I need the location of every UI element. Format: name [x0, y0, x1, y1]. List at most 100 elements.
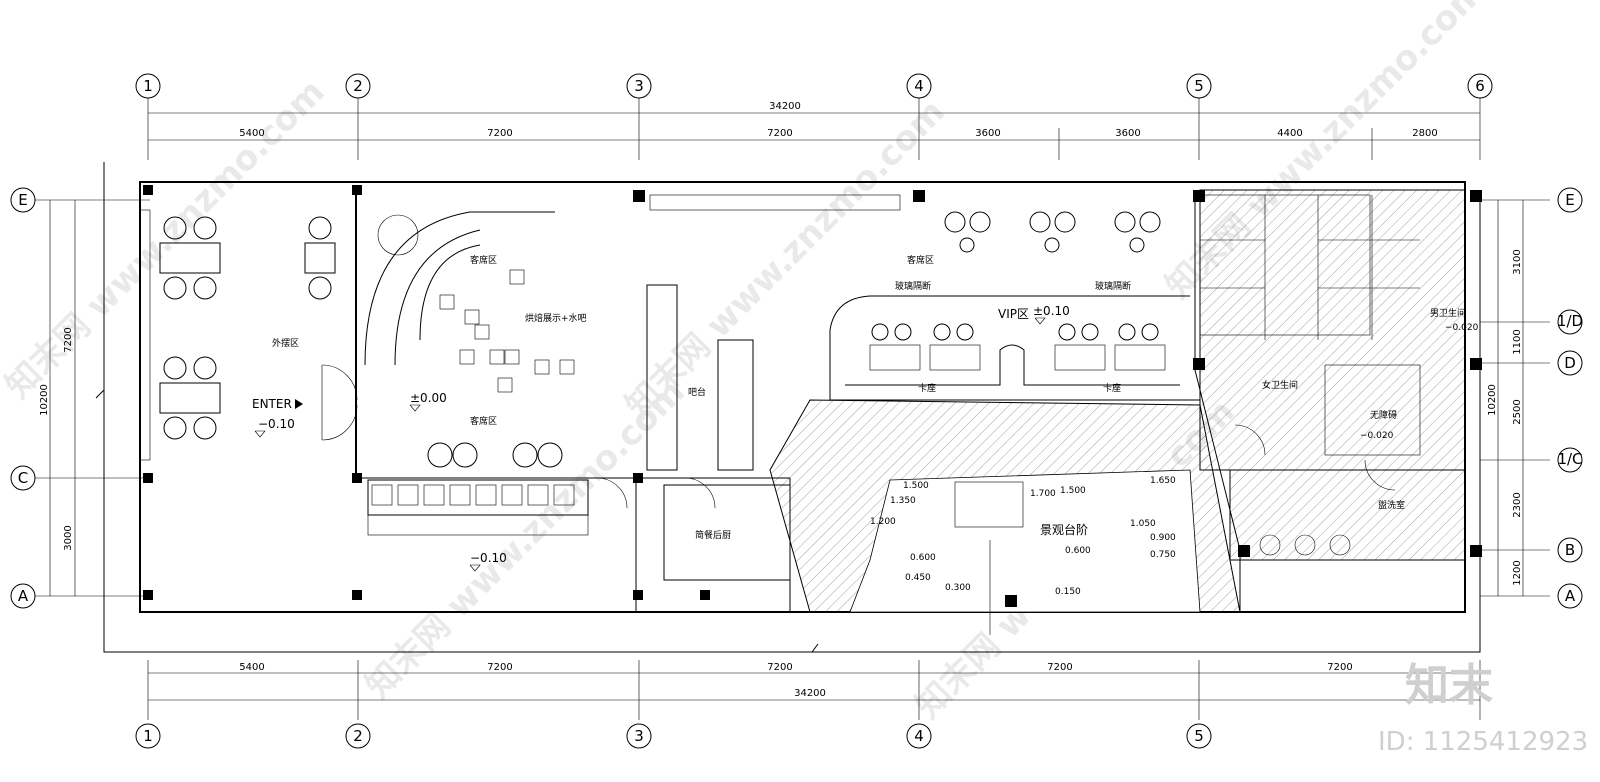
- svg-text:A: A: [18, 587, 29, 605]
- top-dimensions: 34200 5400 7200 7200 3600 3600 4400 2800: [147, 98, 1481, 160]
- svg-text:3000: 3000: [63, 525, 74, 550]
- svg-text:0.450: 0.450: [905, 573, 931, 583]
- svg-text:−0.10: −0.10: [470, 551, 507, 565]
- wc-female-label: 女卫生间: [1262, 379, 1298, 391]
- svg-text:5400: 5400: [239, 662, 264, 673]
- display-label: 烘焙展示+水吧: [525, 312, 587, 324]
- svg-text:2800: 2800: [1412, 128, 1437, 139]
- svg-text:0.600: 0.600: [1065, 546, 1091, 556]
- restroom-area: [1199, 189, 1466, 561]
- wc-male-label: 男卫生间: [1430, 307, 1466, 319]
- svg-text:7200: 7200: [487, 662, 512, 673]
- svg-text:7200: 7200: [63, 327, 74, 352]
- outdoor-tables: [159, 216, 336, 440]
- wc-access-label: 无障碍: [1370, 409, 1397, 421]
- svg-text:1/D: 1/D: [1557, 312, 1583, 330]
- svg-text:7200: 7200: [1047, 662, 1072, 673]
- svg-text:4: 4: [914, 727, 924, 745]
- svg-text:−0.020: −0.020: [1360, 431, 1394, 441]
- top-axis-bubbles: 1 2 3 4 5 6: [135, 73, 1493, 99]
- svg-text:±0.10: ±0.10: [1033, 304, 1070, 318]
- right-dimensions: 10200 3100 1100 2500 2300 1200 E 1/D D 1…: [1480, 187, 1583, 609]
- svg-text:玻璃隔断: 玻璃隔断: [895, 280, 931, 292]
- svg-text:1: 1: [143, 727, 153, 745]
- svg-text:10200: 10200: [1487, 384, 1498, 416]
- svg-text:1200: 1200: [1512, 560, 1523, 585]
- top-total-dim: 34200: [769, 101, 801, 112]
- svg-text:玻璃隔断: 玻璃隔断: [1095, 280, 1131, 292]
- svg-text:6: 6: [1475, 77, 1485, 95]
- svg-text:7200: 7200: [1327, 662, 1352, 673]
- svg-text:知末网 www.znzmo.com: 知末网 www.znzmo.com: [618, 92, 953, 427]
- svg-text:3: 3: [634, 77, 644, 95]
- svg-text:10200: 10200: [39, 384, 50, 416]
- vip-label: VIP区: [998, 307, 1029, 321]
- image-id-text: ID: 1125412923: [1378, 727, 1588, 757]
- svg-text:1: 1: [143, 77, 153, 95]
- interior-walls: [355, 190, 1241, 612]
- site-boundary: [95, 162, 1481, 653]
- curved-display-counter: [364, 211, 555, 366]
- vip-booths: [845, 323, 1180, 386]
- wash-label: 盥洗室: [1378, 499, 1405, 511]
- seating-tables: [427, 269, 575, 468]
- svg-text:E: E: [18, 191, 27, 209]
- svg-text:0.600: 0.600: [910, 553, 936, 563]
- outdoor-screen: [139, 209, 151, 461]
- svg-text:1.650: 1.650: [1150, 476, 1176, 486]
- enter-label: ENTER: [252, 397, 292, 411]
- structural-columns: [143, 185, 1482, 607]
- svg-text:B: B: [1565, 541, 1575, 559]
- svg-text:3600: 3600: [1115, 128, 1140, 139]
- svg-text:1/C: 1/C: [1557, 450, 1582, 468]
- svg-text:5: 5: [1194, 77, 1204, 95]
- landscape-steps-label: 景观台阶: [1040, 522, 1088, 537]
- outdoor-area-label: 外摆区: [272, 337, 299, 349]
- svg-text:5400: 5400: [239, 128, 264, 139]
- bottom-axis-bubbles: 1 2 3 4 5: [135, 723, 1212, 749]
- seating-area-label-c: 客席区: [907, 254, 934, 266]
- svg-text:4: 4: [914, 77, 924, 95]
- svg-text:1.350: 1.350: [890, 496, 916, 506]
- svg-text:3: 3: [634, 727, 644, 745]
- seating-area-label-a: 客席区: [470, 254, 497, 266]
- svg-text:2: 2: [353, 77, 363, 95]
- svg-text:±0.00: ±0.00: [410, 391, 447, 405]
- top-seating: [649, 194, 1161, 253]
- room-labels: 外摆区 客席区 客席区 客席区 烘焙展示+水吧 吧台 简餐后厨 VIP区 景观台…: [272, 254, 1466, 541]
- svg-text:D: D: [1564, 354, 1576, 372]
- svg-text:4400: 4400: [1277, 128, 1302, 139]
- svg-text:−0.10: −0.10: [258, 417, 295, 431]
- seating-area-label-b: 客席区: [470, 415, 497, 427]
- brand-logo-text: 知末: [1405, 660, 1493, 711]
- svg-text:1.500: 1.500: [1060, 486, 1086, 496]
- svg-text:0.150: 0.150: [1055, 587, 1081, 597]
- svg-text:卡座: 卡座: [1103, 382, 1121, 394]
- svg-text:1100: 1100: [1512, 329, 1523, 354]
- svg-text:A: A: [1565, 587, 1576, 605]
- svg-text:1.700: 1.700: [1030, 489, 1056, 499]
- svg-text:3100: 3100: [1512, 249, 1523, 274]
- doors: [321, 364, 1396, 509]
- svg-text:C: C: [18, 469, 28, 487]
- svg-text:1.050: 1.050: [1130, 519, 1156, 529]
- svg-text:0.750: 0.750: [1150, 550, 1176, 560]
- bottom-dimensions: 5400 7200 7200 7200 7200 34200: [147, 660, 1481, 720]
- bar-label: 吧台: [688, 386, 706, 398]
- svg-text:2300: 2300: [1512, 492, 1523, 517]
- svg-text:34200: 34200: [794, 688, 826, 699]
- brand-watermark: 知末 ID: 1125412923: [1378, 660, 1588, 757]
- svg-text:7200: 7200: [767, 662, 792, 673]
- display-counter-lower: [367, 479, 589, 536]
- svg-text:卡座: 卡座: [918, 382, 936, 394]
- svg-text:3600: 3600: [975, 128, 1000, 139]
- step-elevations: 1.500 1.350 1.200 1.650 1.500 1.700 1.05…: [870, 476, 1176, 635]
- svg-text:1.500: 1.500: [903, 481, 929, 491]
- left-dimensions: 10200 7200 3000 E C A: [10, 187, 150, 609]
- svg-text:−0.020: −0.020: [1445, 323, 1479, 333]
- svg-text:0.300: 0.300: [945, 583, 971, 593]
- svg-text:5: 5: [1194, 727, 1204, 745]
- svg-text:2500: 2500: [1512, 399, 1523, 424]
- svg-text:E: E: [1565, 191, 1574, 209]
